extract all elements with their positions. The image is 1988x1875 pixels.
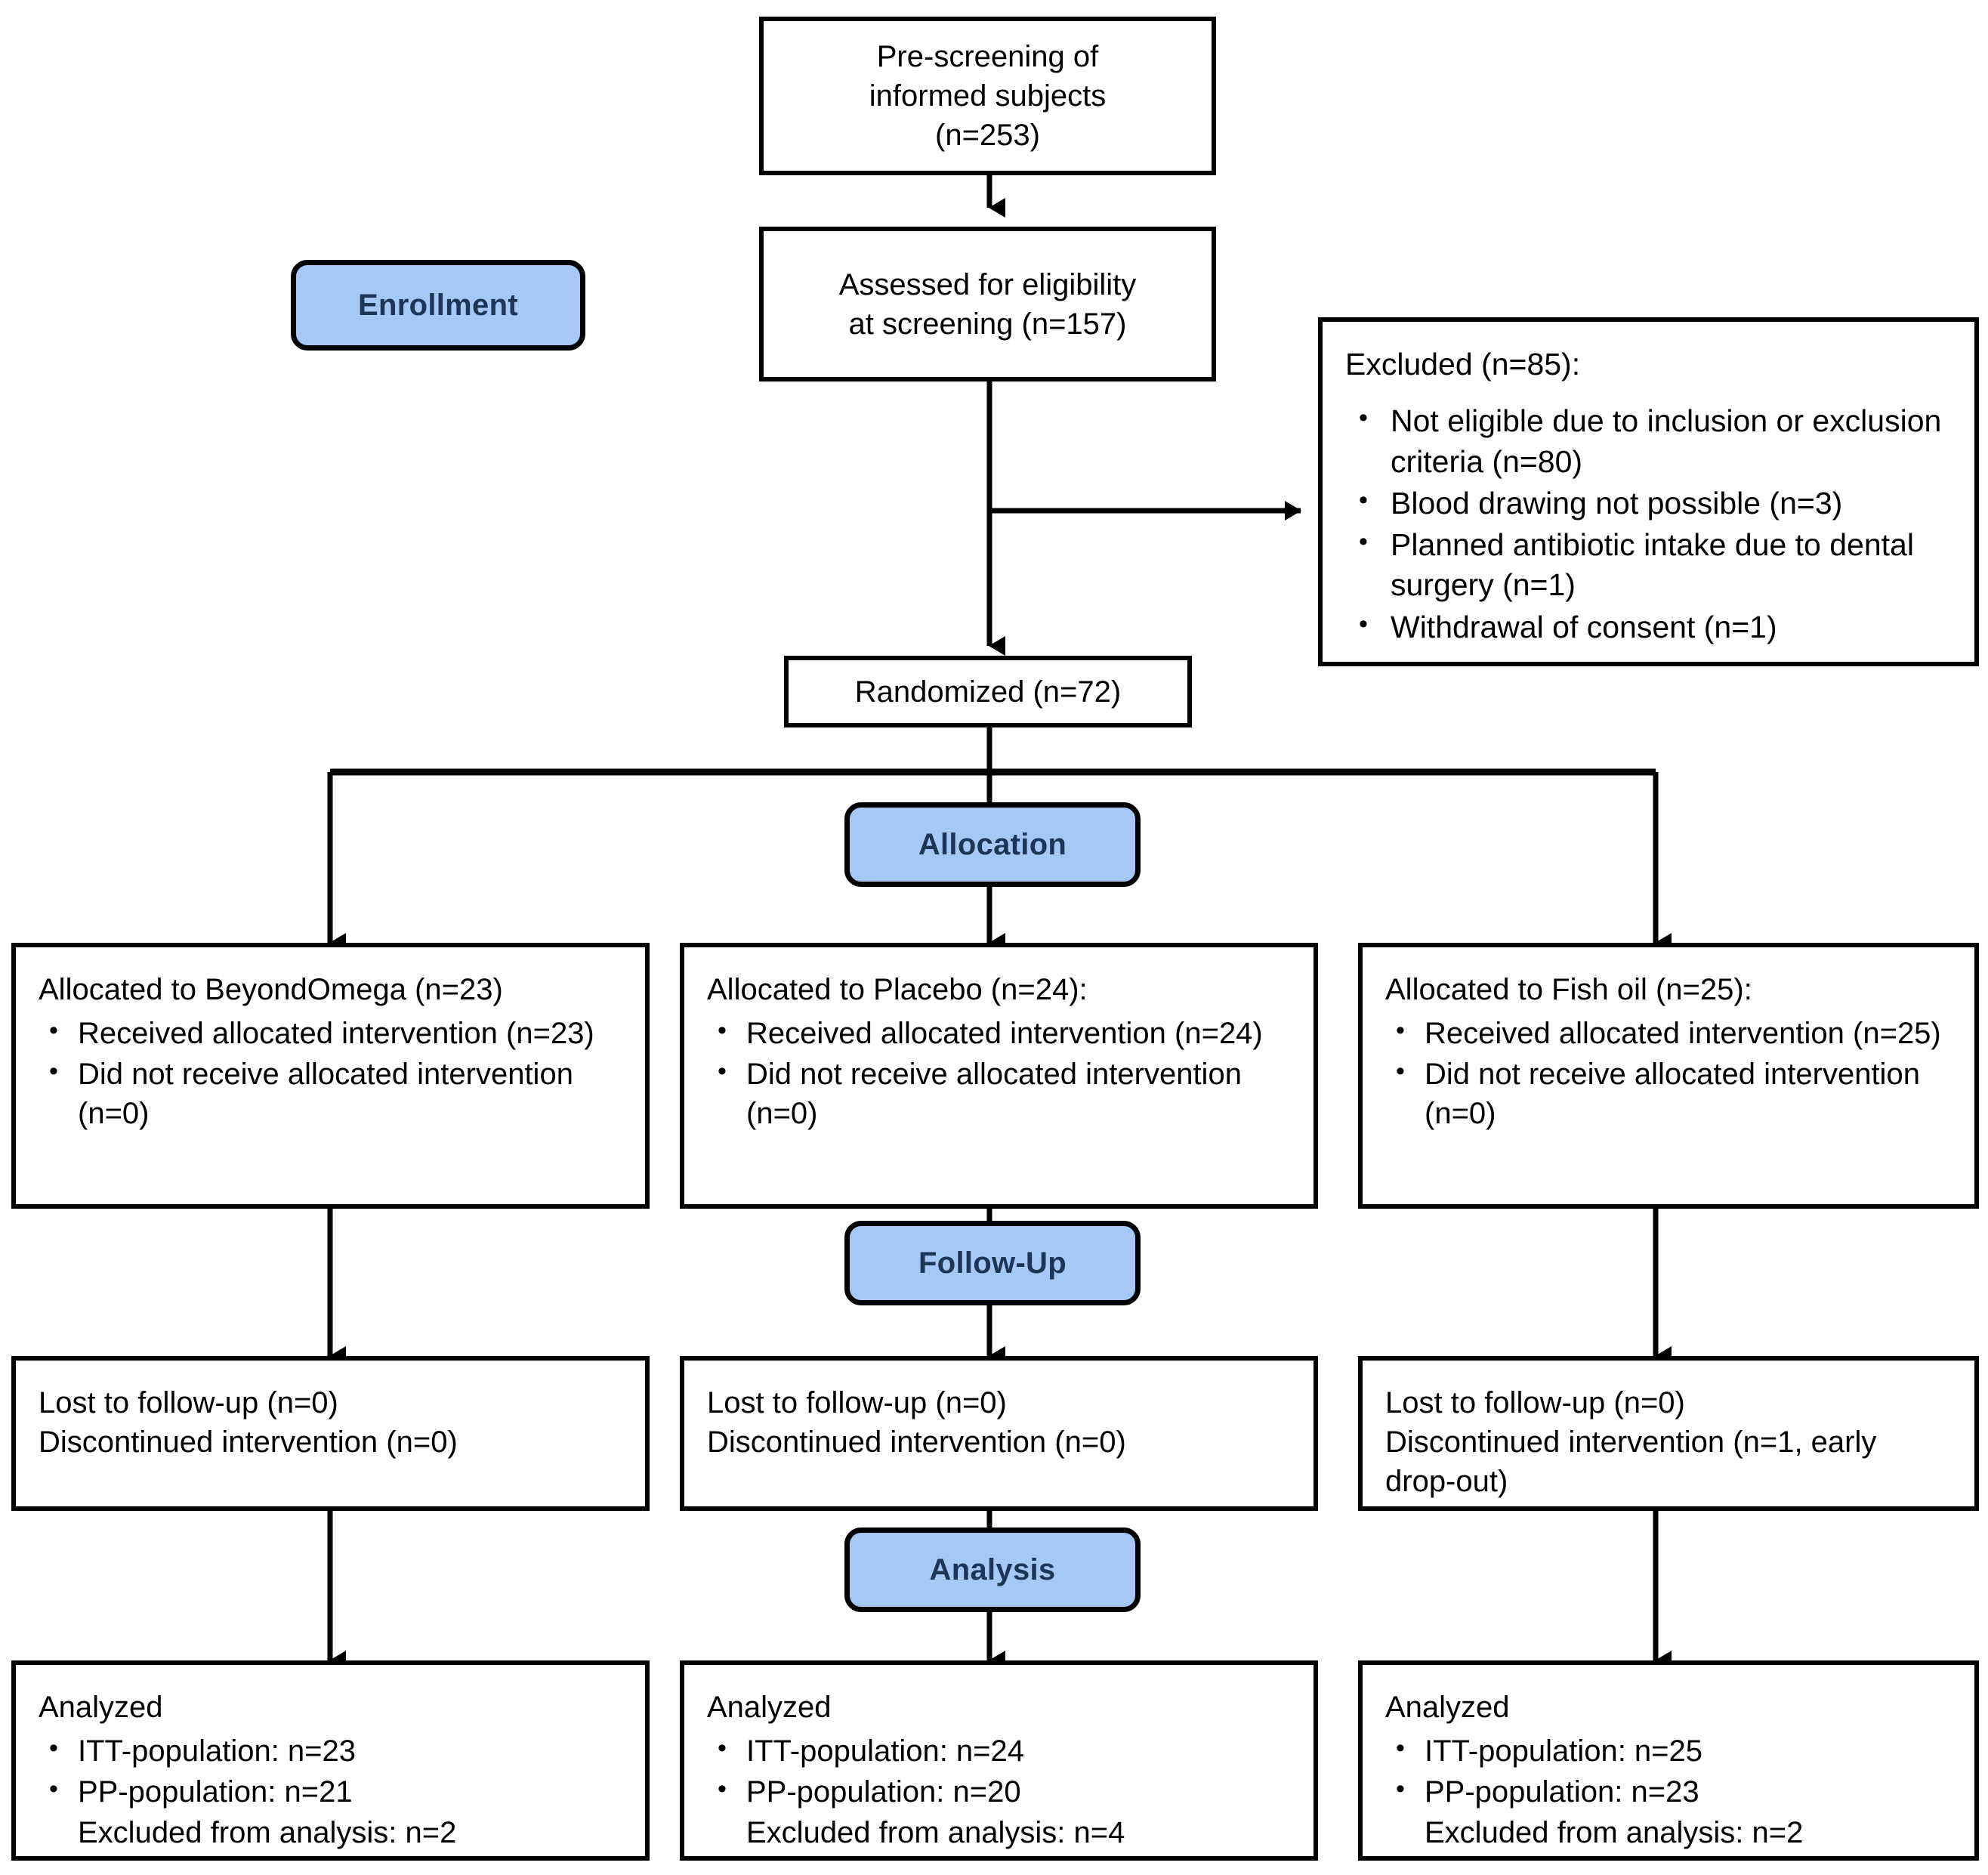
box-prescreening: Pre-screening of informed subjects (n=25…: [759, 17, 1216, 175]
assessed-line-2: at screening (n=157): [848, 307, 1127, 341]
followup-discontinued-line: Discontinued intervention (n=1, early dr…: [1385, 1426, 1877, 1498]
analysis-title: Analyzed: [39, 1691, 163, 1724]
analysis-title: Analyzed: [707, 1691, 832, 1724]
randomized-label: Randomized (n=72): [854, 675, 1122, 709]
assessed-line-1: Assessed for eligibility: [838, 267, 1137, 301]
followup-lost-line: Lost to follow-up (n=0): [707, 1386, 1007, 1419]
followup-lost-line: Lost to follow-up (n=0): [39, 1386, 338, 1419]
box-randomized: Randomized (n=72): [784, 656, 1192, 727]
box-excluded: Excluded (n=85): Not eligible due to inc…: [1318, 317, 1979, 666]
box-analysis-beyondomega: Analyzed ITT-population: n=23 PP-populat…: [11, 1660, 650, 1861]
list-item: ITT-population: n=24: [707, 1730, 1294, 1771]
stage-pill-analysis: Analysis: [844, 1527, 1141, 1612]
allocation-arm-list: Received allocated intervention (n=24) D…: [707, 1012, 1294, 1133]
prescreening-line-3: (n=253): [935, 119, 1040, 152]
analysis-list: ITT-population: n=23 PP-population: n=21…: [39, 1730, 625, 1852]
box-allocation-beyondomega: Allocated to BeyondOmega (n=23) Received…: [11, 943, 650, 1209]
list-item: PP-population: n=21: [39, 1771, 625, 1812]
stage-pill-analysis-label: Analysis: [929, 1552, 1056, 1586]
analysis-excluded-line: Excluded from analysis: n=4: [746, 1816, 1125, 1849]
analysis-excluded-line: Excluded from analysis: n=2: [78, 1816, 457, 1849]
list-item: ITT-population: n=23: [39, 1730, 625, 1771]
list-item: Received allocated intervention (n=23): [39, 1012, 625, 1053]
list-item: Blood drawing not possible (n=3): [1345, 482, 1955, 524]
list-item: Did not receive allocated intervention (…: [707, 1053, 1294, 1133]
excluded-reason-list: Not eligible due to inclusion or exclusi…: [1345, 400, 1955, 647]
stage-pill-followup: Follow-Up: [844, 1221, 1141, 1305]
allocation-arm-list: Received allocated intervention (n=23) D…: [39, 1012, 625, 1133]
box-assessed-for-eligibility: Assessed for eligibility at screening (n…: [759, 227, 1216, 381]
stage-pill-allocation-label: Allocation: [918, 827, 1067, 861]
allocation-arm-list: Received allocated intervention (n=25) D…: [1385, 1012, 1955, 1133]
prescreening-line-2: informed subjects: [869, 79, 1107, 113]
analysis-excluded-line: Excluded from analysis: n=2: [1425, 1816, 1804, 1849]
list-item: Planned antibiotic intake due to dental …: [1345, 524, 1955, 606]
box-followup-beyondomega: Lost to follow-up (n=0) Discontinued int…: [11, 1356, 650, 1511]
stage-pill-allocation: Allocation: [844, 802, 1141, 887]
followup-discontinued-line: Discontinued intervention (n=0): [707, 1426, 1126, 1459]
list-item: Did not receive allocated intervention (…: [1385, 1053, 1955, 1133]
excluded-title: Excluded (n=85):: [1345, 347, 1581, 381]
analysis-list: ITT-population: n=25 PP-population: n=23…: [1385, 1730, 1955, 1852]
box-analysis-placebo: Analyzed ITT-population: n=24 PP-populat…: [680, 1660, 1318, 1861]
box-allocation-placebo: Allocated to Placebo (n=24): Received al…: [680, 943, 1318, 1209]
stage-pill-enrollment-label: Enrollment: [358, 288, 518, 322]
allocation-arm-title: Allocated to Fish oil (n=25):: [1385, 973, 1752, 1006]
stage-pill-followup-label: Follow-Up: [918, 1246, 1067, 1280]
allocation-arm-title: Allocated to BeyondOmega (n=23): [39, 973, 503, 1006]
prescreening-line-1: Pre-screening of: [876, 40, 1099, 73]
list-item: Not eligible due to inclusion or exclusi…: [1345, 400, 1955, 482]
list-item: Received allocated intervention (n=25): [1385, 1012, 1955, 1053]
box-followup-fish-oil: Lost to follow-up (n=0) Discontinued int…: [1358, 1356, 1979, 1511]
followup-discontinued-line: Discontinued intervention (n=0): [39, 1426, 458, 1459]
allocation-arm-title: Allocated to Placebo (n=24):: [707, 973, 1088, 1006]
box-followup-placebo: Lost to follow-up (n=0) Discontinued int…: [680, 1356, 1318, 1511]
list-item: ITT-population: n=25: [1385, 1730, 1955, 1771]
list-item: PP-population: n=23: [1385, 1771, 1955, 1812]
box-allocation-fish-oil: Allocated to Fish oil (n=25): Received a…: [1358, 943, 1979, 1209]
stage-pill-enrollment: Enrollment: [291, 260, 585, 351]
analysis-title: Analyzed: [1385, 1691, 1510, 1724]
list-item: PP-population: n=20: [707, 1771, 1294, 1812]
box-analysis-fish-oil: Analyzed ITT-population: n=25 PP-populat…: [1358, 1660, 1979, 1861]
followup-lost-line: Lost to follow-up (n=0): [1385, 1386, 1685, 1419]
list-item: Received allocated intervention (n=24): [707, 1012, 1294, 1053]
analysis-list: ITT-population: n=24 PP-population: n=20…: [707, 1730, 1294, 1852]
list-item: Withdrawal of consent (n=1): [1345, 606, 1955, 647]
list-item: Did not receive allocated intervention (…: [39, 1053, 625, 1133]
